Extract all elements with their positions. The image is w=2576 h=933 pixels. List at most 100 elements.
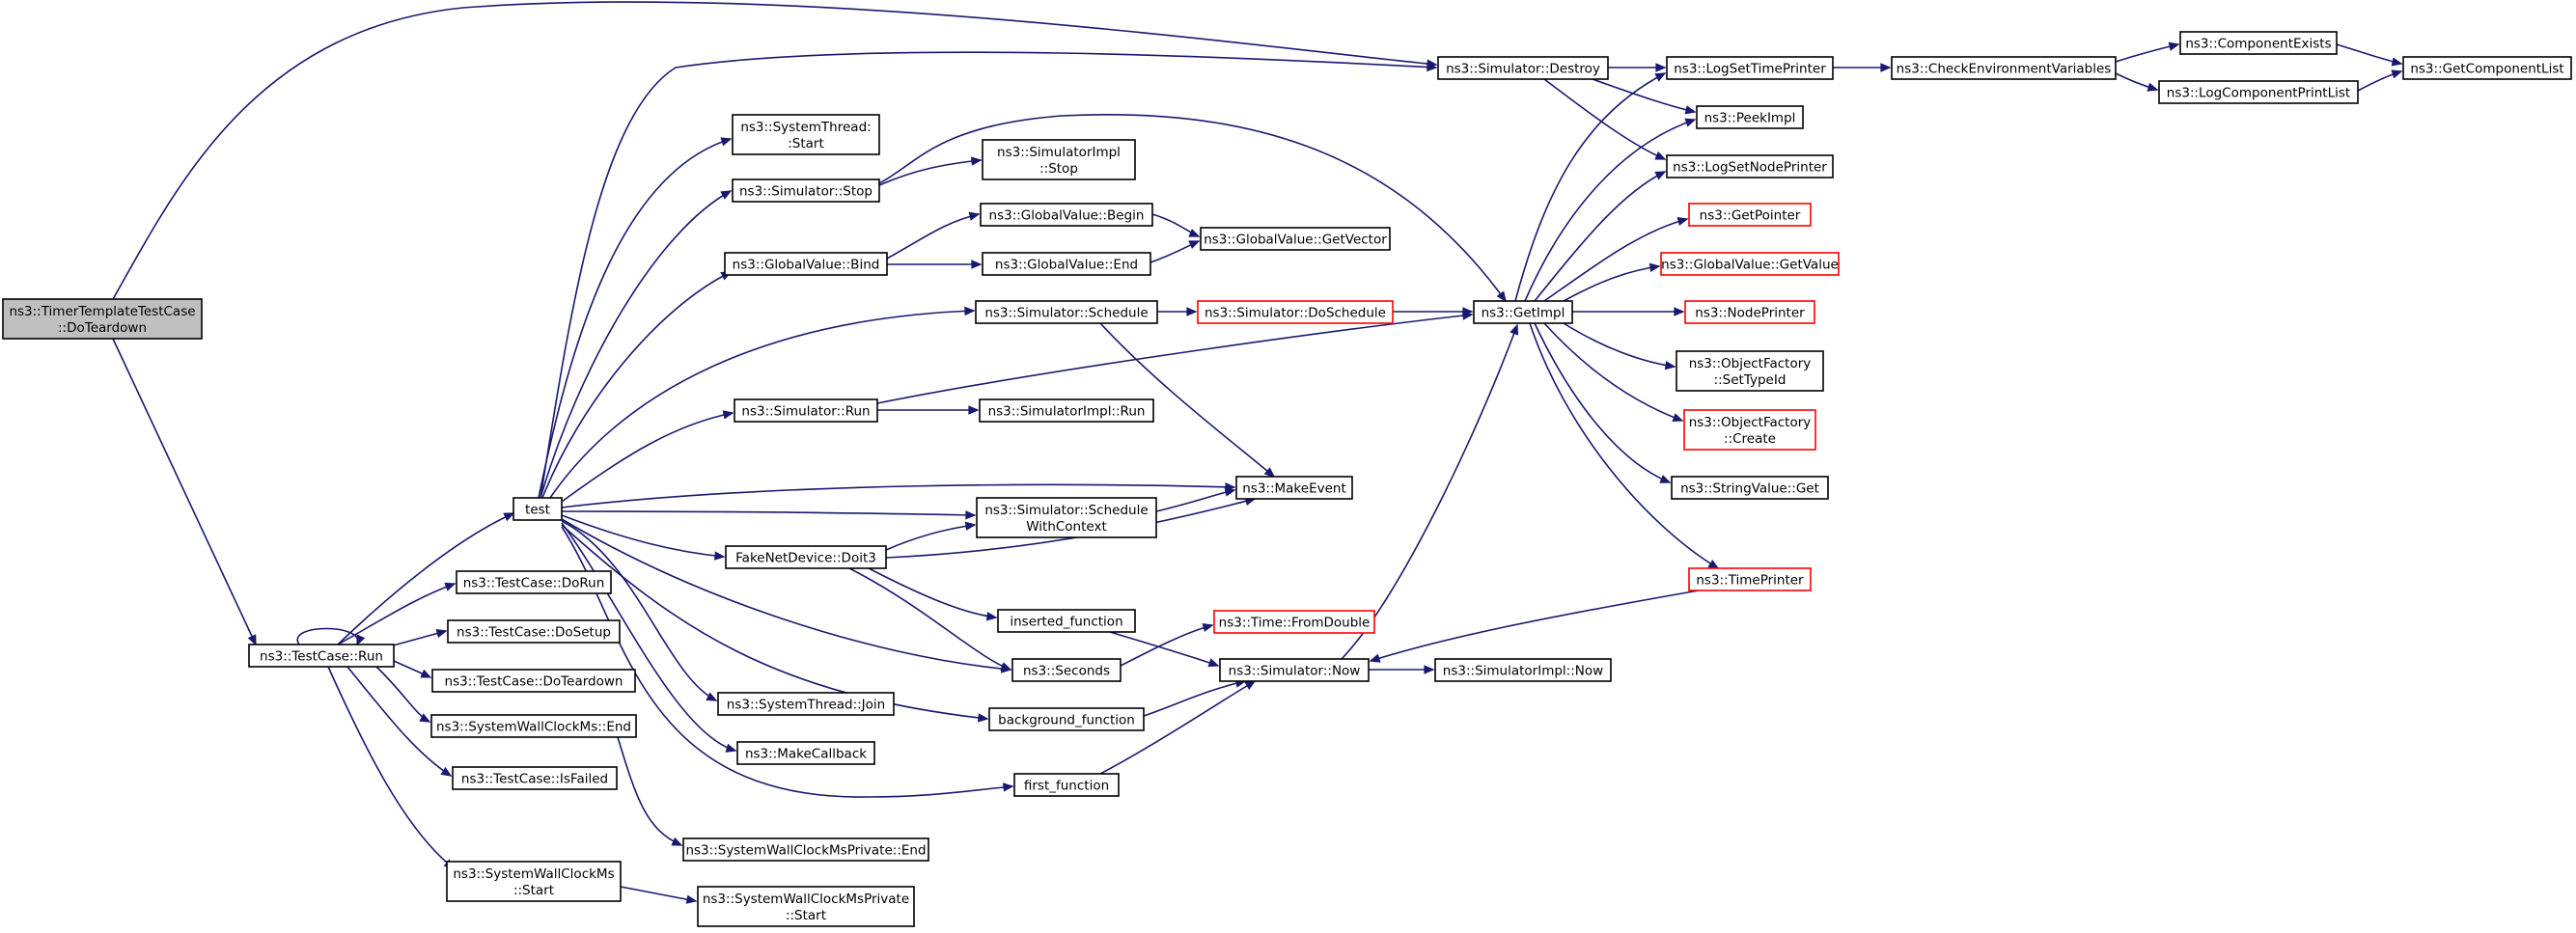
node-checkEnvVars[interactable]: ns3::CheckEnvironmentVariables bbox=[1891, 56, 2117, 80]
edge-simDestroy-to-logSetNodePrinter bbox=[1543, 78, 1667, 160]
node-doTeardown[interactable]: ns3::TestCase::DoTeardown bbox=[431, 669, 636, 693]
node-simDestroy[interactable]: ns3::Simulator::Destroy bbox=[1437, 56, 1609, 80]
node-simSchedule[interactable]: ns3::Simulator::Schedule bbox=[975, 300, 1158, 324]
node-label: ns3::SystemWallClockMsPrivate bbox=[703, 892, 909, 907]
node-gvGetValue[interactable]: ns3::GlobalValue::GetValue bbox=[1660, 252, 1840, 276]
node-test[interactable]: test bbox=[512, 497, 563, 521]
node-timeFromDouble[interactable]: ns3::Time::FromDouble bbox=[1213, 610, 1375, 634]
edge-test-to-simSchedWC bbox=[561, 510, 977, 520]
node-simRun[interactable]: ns3::Simulator::Run bbox=[734, 398, 878, 423]
node-doSetup[interactable]: ns3::TestCase::DoSetup bbox=[447, 619, 621, 644]
edge-gvEnd-to-gvGetVector bbox=[1150, 240, 1201, 263]
node-simDoSchedule[interactable]: ns3::Simulator::DoSchedule bbox=[1197, 300, 1394, 324]
node-simStop[interactable]: ns3::Simulator::Stop bbox=[732, 178, 880, 203]
node-box bbox=[982, 252, 1151, 276]
node-label: ns3::ObjectFactory bbox=[1689, 415, 1812, 430]
node-gvBegin[interactable]: ns3::GlobalValue::Begin bbox=[980, 203, 1153, 227]
node-label: ns3::GlobalValue::GetVector bbox=[1204, 233, 1387, 248]
edge-simDoSchedule-to-getImpl bbox=[1393, 307, 1474, 316]
edge-run-to-doRun bbox=[337, 582, 457, 645]
node-label: ns3::GlobalValue::End bbox=[995, 258, 1138, 273]
node-label: ns3::Simulator::Run bbox=[741, 404, 870, 420]
node-logCompPrintList[interactable]: ns3::LogComponentPrintList bbox=[2158, 80, 2359, 104]
node-bgFn[interactable]: background_function bbox=[988, 707, 1145, 731]
node-fakeDoit3[interactable]: FakeNetDevice::Doit3 bbox=[725, 545, 887, 569]
node-componentExists[interactable]: ns3::ComponentExists bbox=[2179, 31, 2338, 55]
node-ofSetTypeId[interactable]: ns3::ObjectFactory::SetTypeId bbox=[1676, 350, 1824, 392]
node-swcpEnd[interactable]: ns3::SystemWallClockMsPrivate::End bbox=[682, 837, 929, 862]
node-gvBind[interactable]: ns3::GlobalValue::Bind bbox=[724, 252, 888, 276]
edge-checkEnvVars-to-logCompPrintList bbox=[2115, 72, 2159, 92]
node-box bbox=[1684, 300, 1815, 324]
node-label: ::Stop bbox=[1039, 161, 1078, 177]
node-makeCallback[interactable]: ns3::MakeCallback bbox=[736, 741, 875, 765]
node-label: ns3::SystemWallClockMs::End bbox=[436, 720, 631, 735]
node-gvEnd[interactable]: ns3::GlobalValue::End bbox=[982, 252, 1151, 276]
node-getImpl[interactable]: ns3::GetImpl bbox=[1473, 300, 1573, 324]
node-label: ::Start bbox=[786, 908, 826, 923]
edge-getImpl-to-ofCreate bbox=[1543, 322, 1684, 423]
node-nodePrinter[interactable]: ns3::NodePrinter bbox=[1684, 300, 1815, 324]
node-label: ns3::LogSetNodePrinter bbox=[1673, 160, 1827, 176]
node-simImplRun[interactable]: ns3::SimulatorImpl::Run bbox=[979, 398, 1154, 423]
node-logSetNodePrinter[interactable]: ns3::LogSetNodePrinter bbox=[1666, 154, 1834, 178]
node-getPointer[interactable]: ns3::GetPointer bbox=[1688, 203, 1812, 227]
edge-getImpl-to-gvGetValue bbox=[1563, 262, 1661, 302]
node-firstFn[interactable]: first_function bbox=[1013, 773, 1120, 797]
node-label: ns3::MakeEvent bbox=[1242, 481, 1346, 497]
node-timePrinter[interactable]: ns3::TimePrinter bbox=[1688, 567, 1812, 591]
edge-simDestroy-to-peekImpl bbox=[1592, 78, 1697, 115]
node-simImplStop[interactable]: ns3::SimulatorImpl::Stop bbox=[982, 139, 1136, 180]
node-box bbox=[1671, 476, 1829, 500]
edge-test-to-simDestroy bbox=[540, 51, 1438, 499]
node-stringValueGet[interactable]: ns3::StringValue::Get bbox=[1671, 476, 1829, 500]
node-simImplNow[interactable]: ns3::SimulatorImpl::Now bbox=[1434, 658, 1612, 682]
node-box bbox=[1688, 203, 1812, 227]
node-swcpStart[interactable]: ns3::SystemWallClockMsPrivate::Start bbox=[697, 886, 915, 927]
node-peekImpl[interactable]: ns3::PeekImpl bbox=[1696, 105, 1804, 129]
node-ofCreate[interactable]: ns3::ObjectFactory::Create bbox=[1683, 409, 1816, 451]
edge-getImpl-to-getPointer bbox=[1543, 216, 1689, 302]
node-stStart[interactable]: ns3::SystemThread::Start bbox=[732, 114, 880, 155]
node-box bbox=[697, 886, 915, 927]
node-doRun[interactable]: ns3::TestCase::DoRun bbox=[456, 570, 612, 594]
node-insertedFn[interactable]: inserted_function bbox=[997, 609, 1136, 633]
node-box bbox=[446, 861, 622, 902]
node-root[interactable]: ns3::TimerTemplateTestCase::DoTeardown bbox=[2, 298, 203, 340]
node-label: ns3::Simulator::Schedule bbox=[984, 306, 1148, 321]
node-box bbox=[997, 609, 1136, 633]
node-run[interactable]: ns3::TestCase::Run bbox=[248, 644, 395, 668]
edge-run-to-swcEnd bbox=[375, 666, 431, 723]
node-swcStart[interactable]: ns3::SystemWallClockMs::Start bbox=[446, 861, 622, 902]
node-label: ns3::Simulator::Destroy bbox=[1446, 62, 1600, 77]
node-simNow[interactable]: ns3::Simulator::Now bbox=[1219, 658, 1370, 682]
node-seconds[interactable]: ns3::Seconds bbox=[1011, 658, 1122, 682]
node-box bbox=[732, 178, 880, 203]
node-getComponentList[interactable]: ns3::GetComponentList bbox=[2402, 56, 2572, 80]
node-label: ns3::GetPointer bbox=[1700, 208, 1801, 224]
node-isFailed[interactable]: ns3::TestCase::IsFailed bbox=[452, 766, 618, 790]
node-logSetTimePrinter[interactable]: ns3::LogSetTimePrinter bbox=[1666, 56, 1834, 80]
node-box bbox=[1676, 350, 1824, 392]
edge-timePrinter-to-simNow bbox=[1369, 590, 1700, 663]
node-box bbox=[1200, 227, 1391, 251]
node-label: ns3::Simulator::Stop bbox=[739, 184, 873, 200]
edge-fakeDoit3-to-insertedFn bbox=[868, 567, 998, 621]
node-box bbox=[1660, 252, 1840, 276]
node-box bbox=[431, 669, 636, 693]
node-stJoin[interactable]: ns3::SystemThread::Join bbox=[717, 692, 895, 716]
node-swcEnd[interactable]: ns3::SystemWallClockMs::End bbox=[430, 714, 637, 738]
node-label: ns3::LogSetTimePrinter bbox=[1674, 62, 1826, 77]
node-gvGetVector[interactable]: ns3::GlobalValue::GetVector bbox=[1200, 227, 1391, 251]
edge-getImpl-to-logSetNodePrinter bbox=[1534, 171, 1667, 302]
node-makeEvent[interactable]: ns3::MakeEvent bbox=[1235, 476, 1353, 500]
edge-test-to-bgFn bbox=[561, 524, 989, 723]
node-box bbox=[736, 741, 875, 765]
node-label: ::Start bbox=[513, 883, 554, 898]
node-label: ns3::GlobalValue::Bind bbox=[733, 258, 880, 273]
edge-test-to-firstFn bbox=[561, 526, 1014, 798]
edge-simNow-to-simImplNow bbox=[1369, 665, 1435, 674]
node-box bbox=[430, 714, 637, 738]
